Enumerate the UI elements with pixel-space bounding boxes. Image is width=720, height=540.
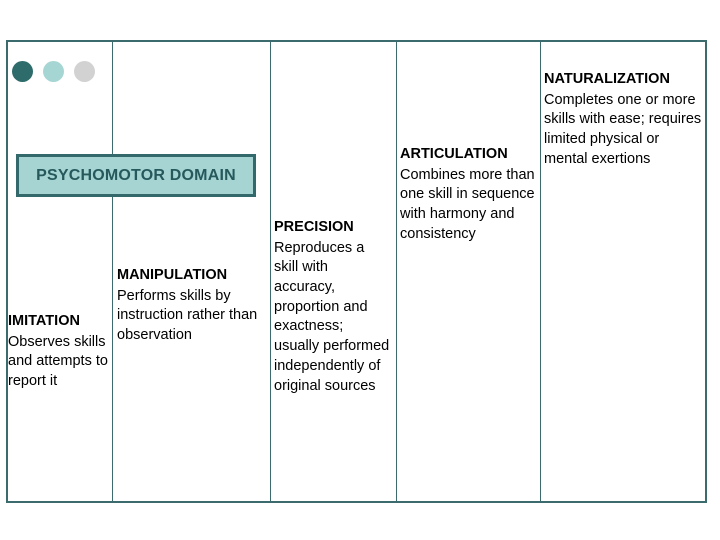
level-imitation: IMITATION Observes skills and attempts t…: [8, 312, 109, 392]
level-precision-description: Reproduces a skill with accuracy, propor…: [274, 239, 390, 394]
level-imitation-description: Observes skills and attempts to report i…: [8, 333, 108, 389]
psychomotor-domain-box: PSYCHOMOTOR DOMAIN: [16, 154, 256, 197]
level-precision: PRECISION Reproduces a skill with accura…: [274, 218, 392, 396]
level-manipulation-description: Performs skills by instruction rather th…: [117, 287, 258, 343]
column-divider-1: [112, 40, 113, 503]
level-precision-title: PRECISION: [274, 219, 354, 235]
dot-light-teal-icon: [43, 61, 64, 82]
level-articulation-title: ARTICULATION: [400, 146, 508, 162]
level-imitation-title: IMITATION: [8, 313, 80, 329]
level-naturalization-description: Completes one or more skills with ease; …: [544, 91, 702, 167]
decorative-dot-group: [12, 61, 95, 82]
dot-dark-teal-icon: [12, 61, 33, 82]
table-frame: [6, 40, 707, 503]
level-articulation: ARTICULATION Combines more than one skil…: [400, 145, 537, 244]
level-naturalization: NATURALIZATION Completes one or more ski…: [544, 70, 704, 169]
column-divider-3: [396, 40, 397, 503]
level-manipulation: MANIPULATION Performs skills by instruct…: [117, 266, 267, 346]
level-articulation-description: Combines more than one skill in sequence…: [400, 166, 535, 242]
column-divider-2: [270, 40, 271, 503]
level-naturalization-title: NATURALIZATION: [544, 71, 670, 87]
psychomotor-domain-label: PSYCHOMOTOR DOMAIN: [36, 166, 236, 184]
dot-light-gray-icon: [74, 61, 95, 82]
level-manipulation-title: MANIPULATION: [117, 267, 228, 283]
column-divider-4: [540, 40, 541, 503]
